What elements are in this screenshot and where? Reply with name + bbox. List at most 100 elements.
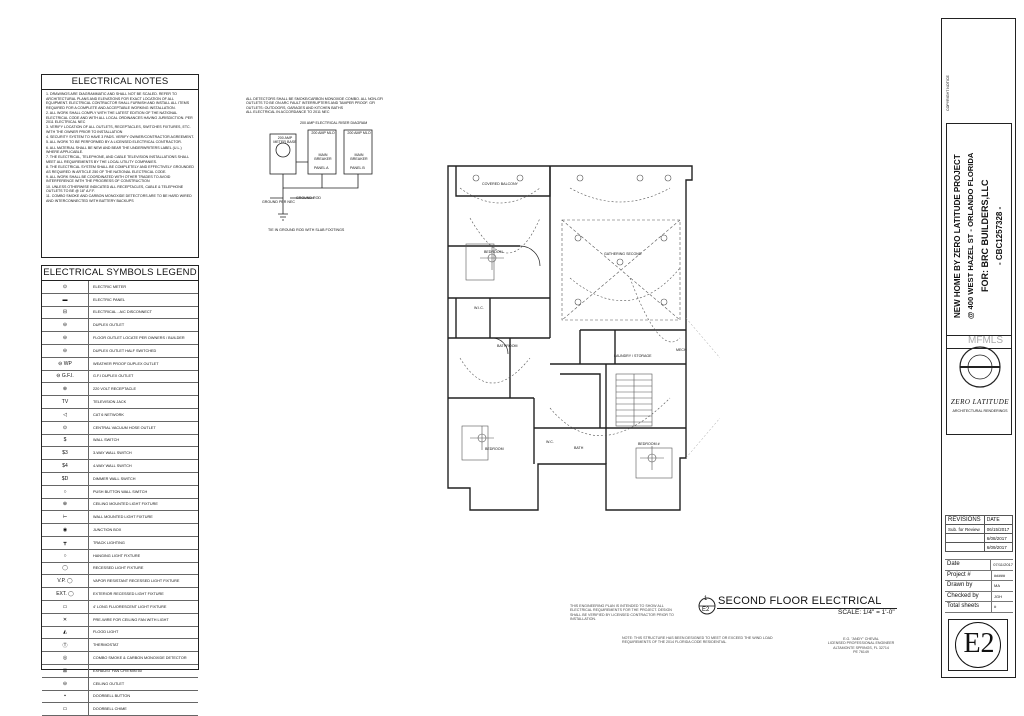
room-bath2: BATH	[574, 446, 584, 450]
legend-label: DUPLEX OUTLET	[93, 323, 125, 328]
legend-row: ○HANGING LIGHT FIXTURE	[42, 549, 198, 563]
plan-notes: THIS ENGINEERING PLAN IS INTENDED TO SHO…	[570, 604, 674, 622]
legend-symbol-icon: $3	[42, 447, 89, 460]
sheet-number: E2	[963, 628, 995, 659]
ceiling-fan-bedroom-left	[470, 426, 494, 450]
legend-symbol-icon: Ⓣ	[42, 639, 89, 652]
electrical-note: 4. SECURITY SYSTEM TO HAVE 3 PADS. VERIF…	[46, 135, 194, 140]
logo-box: ZERO LATITUDE ARCHITECTURAL RENDERINGS	[946, 335, 1012, 435]
legend-row: ▪DOORBELL BUTTON	[42, 690, 198, 704]
meter-label: 200 AMP METER BASE	[273, 136, 297, 145]
revision-row-3-desc	[945, 542, 985, 552]
legend-label: HANGING LIGHT FIXTURE	[93, 553, 141, 558]
legend-row: ⊖ WP WEATHER PROOF DUPLEX OUTLET	[42, 357, 198, 371]
drawing-number: 1	[704, 596, 708, 602]
legend-row: ⊟ELECTRICAL - A/C DISCONNECT	[42, 306, 198, 320]
project-license: - CBC1257328 -	[995, 206, 1004, 266]
legend-symbol-icon: ⊖ WP	[42, 357, 89, 370]
outer-wall	[447, 165, 693, 511]
bed-left	[461, 425, 489, 461]
legend-symbol-icon: ○	[42, 485, 89, 498]
panel-b-top: 200 AMP MLO	[347, 131, 371, 135]
project-address: @ 400 WEST HAZEL ST - ORLANDO FLORIDA	[966, 152, 975, 320]
revision-row-2-date: 6/08/2017	[983, 533, 1014, 543]
info-drawn-value: MA	[991, 581, 1013, 591]
legend-row: ◉JUNCTION BOX	[42, 524, 198, 537]
electrical-note: 2. ALL WORK SHALL COMPLY WITH THE LATEST…	[46, 110, 193, 125]
info-checked-value: JGH	[991, 591, 1013, 601]
legend-label: 4' LONG FLUORESCENT LIGHT FIXTURE	[93, 604, 167, 609]
legend-rows: ⊙ELECTRIC METER▬ELECTRIC PANEL⊟ELECTRICA…	[42, 281, 198, 716]
info-date-key: Date	[947, 561, 960, 567]
copyright-notice: COPYRIGHT NOTICE	[946, 75, 950, 111]
legend-row: ○PUSH BUTTON WALL SWITCH	[42, 485, 198, 499]
legend-label: EXTERIOR RECESSED LIGHT FIXTURE	[93, 592, 164, 597]
legend-row: ⊕CEILING MOUNTED LIGHT FIXTURE	[42, 498, 198, 512]
legend-label: VAPOR RESISTANT RECESSED LIGHT FIXTURE	[93, 579, 180, 584]
room-mech: MECH	[676, 348, 687, 352]
legend-label: DUPLEX OUTLET HALF SWITCHED	[93, 348, 157, 353]
revision-row-2-desc	[945, 533, 985, 543]
electrical-note: 6. ALL MATERIAL SHALL BE NEW AND BEAR TH…	[46, 145, 182, 155]
legend-row: ⊖DUPLEX OUTLET HALF SWITCHED	[42, 344, 198, 358]
electrical-note: 9. ALL WORK SHALL BE COORDINATED WITH OT…	[46, 174, 171, 184]
legend-symbol-icon: ◯	[42, 562, 89, 575]
info-project: Project ######	[945, 570, 1013, 581]
revision-row-3-date: 6/09/2017	[983, 542, 1014, 552]
legend-label: WEATHER PROOF DUPLEX OUTLET	[93, 361, 159, 366]
legend-row: ⊖CEILING OUTLET	[42, 677, 198, 691]
riser-note: ALL DETECTORS SHALL BE SMOKE/CARBON MONO…	[246, 97, 386, 115]
legend-row: ✕ PRE-WIRE FOR CEILING FAN WITH LIGHT	[42, 613, 198, 627]
electrical-note: 10. UNLESS OTHERWISE INDICATED ALL RECEP…	[46, 184, 184, 194]
balcony-wall	[455, 166, 551, 197]
legend-row: $WALL SWITCH	[42, 434, 198, 448]
legend-symbol-icon: ⊙	[42, 281, 89, 293]
room-gathering: GATHERING SECOND	[604, 252, 642, 256]
legend-label: EXHAUST FAN CFM MIN 50	[93, 668, 142, 673]
symbols-legend-panel: ELECTRICAL SYMBOLS LEGEND ⊙ELECTRIC METE…	[41, 265, 199, 716]
legend-row: ⊠ EXHAUST FAN CFM MIN 50	[42, 664, 198, 678]
legend-row: ┳TRACK LIGHTING	[42, 536, 198, 550]
drawing-number-bubble	[698, 597, 716, 615]
legend-label: DIMMER WALL SWITCH	[93, 476, 136, 481]
legend-label: CEILING OUTLET	[93, 681, 125, 686]
panel-a-main: MAIN BREAKER	[314, 153, 332, 162]
ceiling-fan-bedroom-right	[640, 446, 664, 470]
room-bedroom-top: BEDROOM	[484, 250, 503, 254]
meter-icon	[275, 142, 291, 158]
legend-label: WALL MOUNTED LIGHT FIXTURE	[93, 515, 153, 520]
legend-symbol-icon: ⊠	[42, 664, 89, 677]
legend-label: RECESSED LIGHT FIXTURE	[93, 566, 144, 571]
legend-row: ⊙CENTRAL VACUUM HOSE OUTLET	[42, 421, 198, 435]
electrical-note: 1. DRAWINGS ARE DIAGRAMMATIC AND SHALL N…	[46, 92, 190, 110]
legend-label: ELECTRICAL - A/C DISCONNECT	[93, 310, 152, 315]
legend-label: ELECTRIC METER	[93, 284, 127, 289]
bed-right	[635, 447, 673, 479]
revisions-date-header: DATE	[983, 515, 1014, 525]
electrical-note: 7. THE ELECTRICAL, TELEPHONE, AND CABLE …	[46, 155, 189, 164]
electrical-notes-panel: ELECTRICAL NOTES 1. DRAWINGS ARE DIAGRAM…	[41, 74, 199, 258]
drawing-title: SECOND FLOOR ELECTRICAL	[718, 595, 882, 607]
panel-a-top: 200 AMP MLO	[311, 131, 335, 135]
legend-symbol-icon: ✕	[42, 613, 89, 626]
info-project-key: Project #	[947, 571, 971, 578]
legend-symbol-icon: ⊙	[42, 421, 89, 434]
legend-symbol-icon: ▪	[42, 690, 89, 703]
legend-label: TRACK LIGHTING	[93, 540, 125, 545]
riser-note-2: ALL ELECTRICAL IN ACCORDANCE TO 2011 NEC	[246, 110, 330, 115]
title-block: COPYRIGHT NOTICE NEW HOME BY ZERO LATITU…	[941, 18, 1016, 678]
tie-note: TIE IN GROUND ROD WITH SLAB FOOTINGS	[268, 228, 345, 232]
drawing-scale: SCALE: 1/4" = 1'-0"	[838, 609, 895, 616]
gathering-ceiling	[561, 219, 681, 321]
legend-symbol-icon: EXT. ◯	[42, 588, 89, 600]
electrical-note: 3. VERIFY LOCATION OF ALL OUTLETS, RECEP…	[46, 125, 191, 134]
panel-b-main: MAIN BREAKER	[350, 153, 368, 162]
legend-label: PRE-WIRE FOR CEILING FAN WITH LIGHT	[93, 617, 169, 622]
legend-symbol-icon: ▭	[42, 600, 89, 613]
legend-row: ⊖DUPLEX OUTLET	[42, 319, 198, 333]
legend-symbol-icon: ⊢	[42, 511, 89, 524]
